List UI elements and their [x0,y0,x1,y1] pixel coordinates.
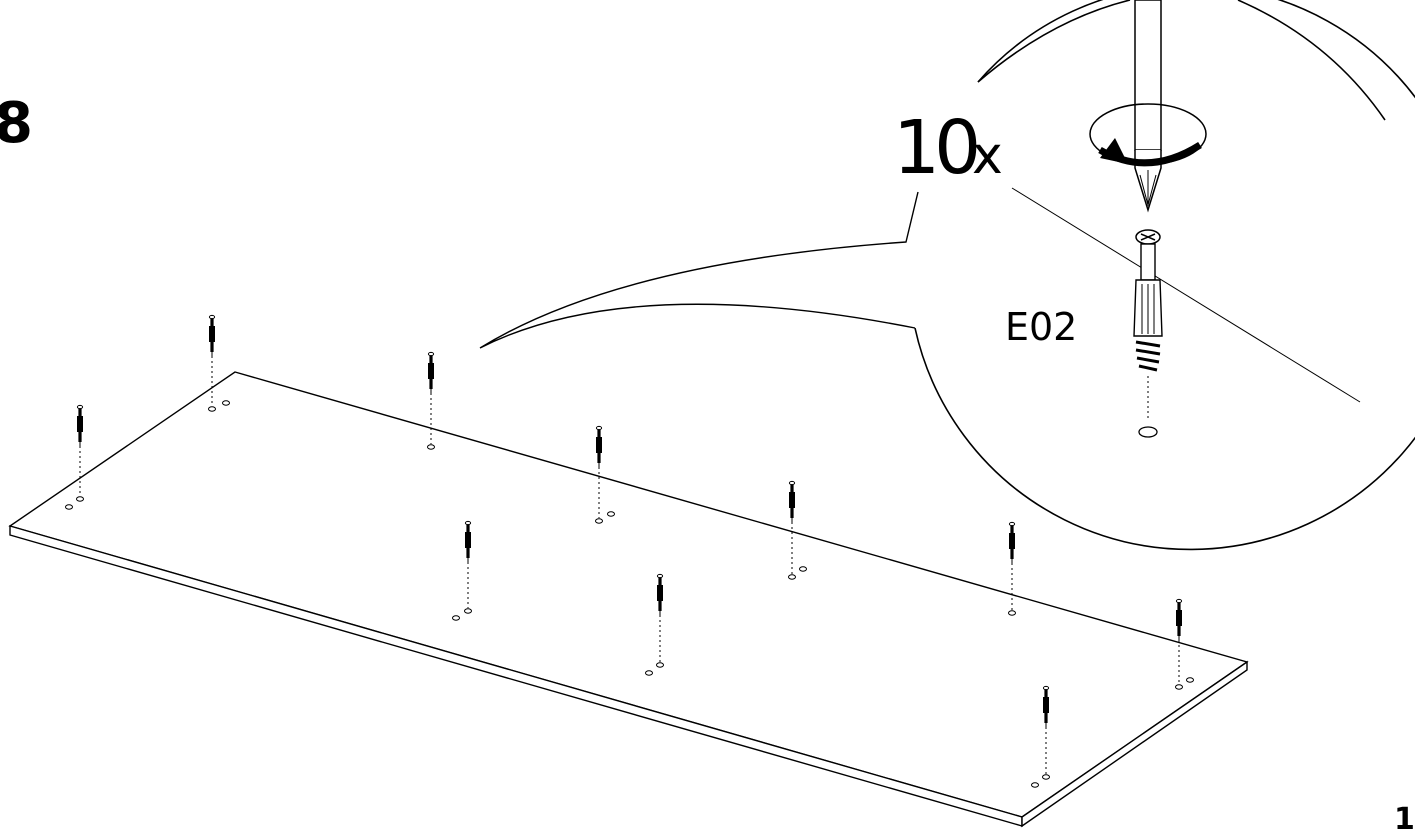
step-number: 8 [0,91,33,156]
page-number: 1 [1394,802,1415,837]
dowel-set [65,314,1194,788]
dowel-1 [208,314,230,412]
clockwise-rotation-icon [1089,103,1207,167]
dowel-3 [65,404,84,510]
dowel-5 [788,480,807,580]
panel-edge-detail [1011,187,1361,403]
part-label: E02 [1005,305,1077,349]
callout-circle [914,0,1415,551]
cam-dowel-screw-icon [1133,229,1163,438]
dowel-4 [595,425,615,524]
assembly-illustration: 10 x E02 [8,0,1415,828]
panel-board [8,371,1249,828]
dowel-2 [427,351,435,450]
quantity-number: 10 [893,105,977,191]
callout-pointer [479,191,919,349]
quantity-suffix: x [972,126,1003,186]
